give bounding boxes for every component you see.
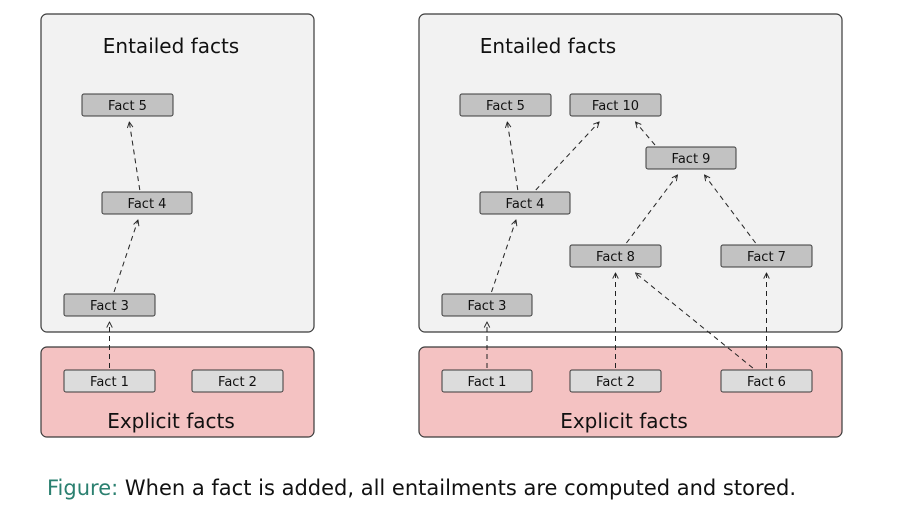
fact-label: Fact 1 — [468, 375, 507, 390]
fact-label: Fact 4 — [506, 197, 545, 212]
fact-label: Fact 2 — [596, 375, 635, 390]
fact-box — [441, 293, 533, 317]
fact-box — [101, 191, 193, 215]
fact-node: Fact 2 — [191, 369, 284, 393]
fact-label: Fact 10 — [592, 99, 639, 114]
fact-label: Fact 7 — [747, 250, 786, 265]
fact-label: Fact 4 — [128, 197, 167, 212]
fact-box — [459, 93, 552, 117]
fact-node: Fact 6 — [720, 369, 813, 393]
fact-box — [569, 244, 662, 268]
fact-box — [63, 369, 156, 393]
edge-r4-to-r10 — [535, 122, 599, 191]
fact-box — [720, 369, 813, 393]
fact-node: Fact 7 — [720, 244, 813, 268]
left-entailed-panel — [40, 13, 315, 333]
left-edges — [110, 122, 141, 368]
fact-node: Fact 1 — [63, 369, 156, 393]
fact-label: Fact 5 — [486, 99, 525, 114]
fact-box — [720, 244, 813, 268]
fact-node: Fact 5 — [81, 93, 174, 117]
fact-node: Fact 1 — [441, 369, 533, 393]
edge-r6-to-r8 — [636, 273, 754, 369]
edge-r4-to-r5 — [507, 122, 519, 191]
fact-node: Fact 8 — [569, 244, 662, 268]
fact-box — [569, 93, 662, 117]
fact-node: Fact 9 — [645, 146, 737, 170]
edge-r3-to-r4 — [491, 220, 517, 293]
fact-box — [191, 369, 284, 393]
right-entailed-panel — [418, 13, 843, 333]
left-entailed-title: Entailed facts — [103, 34, 239, 58]
fact-node: Fact 4 — [479, 191, 571, 215]
edge-l4-to-l5 — [129, 122, 141, 191]
fact-box — [569, 369, 662, 393]
fact-node: Fact 10 — [569, 93, 662, 117]
fact-node: Fact 3 — [441, 293, 533, 317]
left-nodes: Fact 1 Fact 2 Fact 3 Fact 4 Fact 5 — [63, 93, 284, 393]
fact-box — [81, 93, 174, 117]
fact-box — [479, 191, 571, 215]
right-explicit-title: Explicit facts — [560, 409, 688, 433]
fact-label: Fact 5 — [108, 99, 147, 114]
fact-label: Fact 9 — [672, 152, 711, 167]
caption-label: Figure: — [47, 476, 119, 500]
fact-box — [645, 146, 737, 170]
fact-label: Fact 3 — [90, 299, 129, 314]
fact-label: Fact 3 — [468, 299, 507, 314]
right-edges — [487, 122, 767, 369]
figure-caption: Figure: When a fact is added, all entail… — [47, 476, 796, 500]
edge-l3-to-l4 — [113, 220, 138, 293]
fact-node: Fact 2 — [569, 369, 662, 393]
fact-box — [441, 369, 533, 393]
right-nodes: Fact 1 Fact 2 Fact 6 Fact 3 Fact 4 Fact 5 Fact… — [441, 93, 813, 393]
fact-label: Fact 1 — [90, 375, 129, 390]
fact-label: Fact 6 — [747, 375, 786, 390]
caption-text: When a fact is added, all entailments ar… — [124, 476, 797, 500]
fact-box — [63, 293, 156, 317]
left-explicit-title: Explicit facts — [107, 409, 235, 433]
fact-node: Fact 4 — [101, 191, 193, 215]
fact-node: Fact 3 — [63, 293, 156, 317]
fact-label: Fact 8 — [596, 250, 635, 265]
right-entailed-title: Entailed facts — [480, 34, 616, 58]
fact-node: Fact 5 — [459, 93, 552, 117]
fact-label: Fact 2 — [218, 375, 257, 390]
